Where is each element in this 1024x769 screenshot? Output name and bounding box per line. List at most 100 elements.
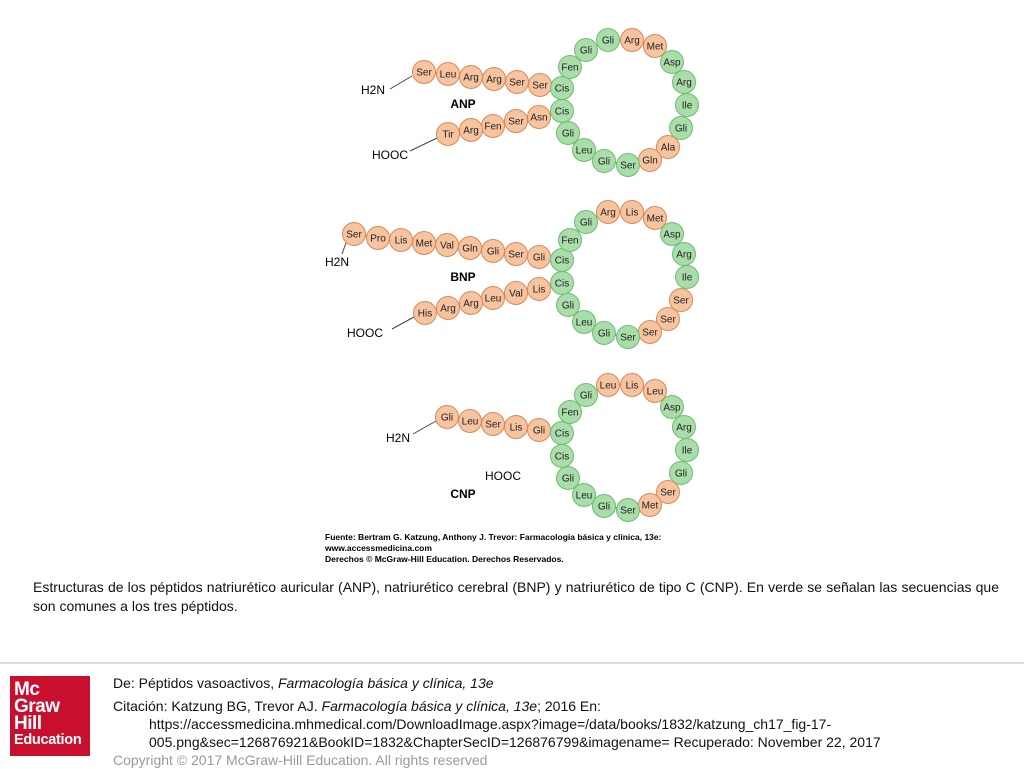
residue: Cis: [550, 76, 574, 100]
residue: Lis: [620, 200, 644, 224]
residue-circle: [436, 296, 460, 320]
publisher-logo: Mc Graw Hill Education: [10, 676, 90, 756]
residue-label: Leu: [440, 70, 457, 81]
residue-label: Ile: [682, 273, 693, 284]
residue-circle: [592, 321, 616, 345]
residue: Lis: [527, 277, 551, 301]
residue: Ser: [616, 498, 640, 522]
terminus-bond: [341, 242, 347, 255]
residue-label: Ser: [642, 328, 658, 339]
residue-circle: [504, 109, 528, 133]
residue-label: Ile: [682, 101, 693, 112]
residue-label: Arg: [440, 304, 456, 315]
residue-label: Gln: [462, 244, 478, 255]
source-line: Derechos © McGraw-Hill Education. Derech…: [325, 554, 564, 564]
residue-circle: [574, 210, 598, 234]
residue-label: Asp: [663, 58, 681, 69]
residue: Cis: [550, 271, 574, 295]
residue: Asp: [660, 50, 684, 74]
residue: Fen: [558, 228, 582, 252]
residue-label: Arg: [676, 250, 692, 261]
residue: Met: [638, 493, 662, 517]
residue: Ser: [669, 288, 693, 312]
residue-label: Gli: [580, 46, 592, 57]
residue-label: Gli: [441, 413, 453, 424]
residue-label: Gli: [562, 129, 574, 140]
copyright-notice: Copyright © 2017 McGraw-Hill Education. …: [113, 752, 488, 768]
residue: Arg: [482, 67, 506, 91]
residue: Ser: [528, 73, 552, 97]
residue: Gli: [669, 461, 693, 485]
residue: Ile: [675, 93, 699, 117]
residue-circle: [669, 461, 693, 485]
residue-label: Lis: [626, 208, 639, 219]
residue-label: Asp: [663, 230, 681, 241]
residue: Gli: [592, 321, 616, 345]
residue-circle: [504, 281, 528, 305]
residue-label: Pro: [370, 234, 386, 245]
residue-label: Arg: [676, 78, 692, 89]
citation-block: De: Péptidos vasoactivos, Farmacología b…: [113, 674, 1013, 769]
residue-circle: [656, 480, 680, 504]
residue-circle: [572, 310, 596, 334]
residue: Arg: [459, 118, 483, 142]
residue: Gli: [592, 149, 616, 173]
residue-label: Asp: [663, 403, 681, 414]
residue-label: Cis: [555, 107, 569, 118]
residue-circle: [436, 122, 460, 146]
residue: Cis: [550, 444, 574, 468]
residue-circle: [572, 483, 596, 507]
residue-label: Ser: [620, 506, 636, 517]
residue-label: Ser: [660, 315, 676, 326]
residue: Val: [504, 281, 528, 305]
source-note: Fuente: Bertram G. Katzung, Anthony J. T…: [324, 532, 662, 564]
residue: Gln: [458, 236, 482, 260]
residue-circle: [616, 153, 640, 177]
terminus-bond: [409, 137, 438, 152]
residue-circle: [620, 373, 644, 397]
residue-circle: [459, 291, 483, 315]
residue-label: Met: [647, 42, 664, 53]
residue-label: Leu: [576, 146, 593, 157]
residue-circle: [675, 438, 699, 462]
residue-label: Leu: [576, 318, 593, 329]
residue-label: Val: [509, 289, 523, 300]
residue: Leu: [596, 373, 620, 397]
residue-label: Gli: [533, 426, 545, 437]
residue-circle: [616, 325, 640, 349]
residue-circle: [412, 60, 436, 84]
residue-circle: [660, 222, 684, 246]
n-terminus-label: H2N: [361, 83, 385, 97]
residue: Arg: [672, 242, 696, 266]
residue-circle: [656, 135, 680, 159]
citation-url[interactable]: https://accessmedicina.mhmedical.com/Dow…: [149, 716, 832, 732]
residue-label: Gli: [675, 124, 687, 135]
residue: His: [413, 301, 437, 325]
residue-label: Ser: [532, 81, 548, 92]
residue-circle: [556, 466, 580, 490]
residue: Lis: [620, 373, 644, 397]
residue-label: Gli: [598, 329, 610, 340]
residue-label: Leu: [576, 491, 593, 502]
residue: Arg: [459, 291, 483, 315]
residue-label: Met: [416, 239, 433, 250]
residue-label: Tir: [442, 130, 454, 141]
terminus-bond: [389, 75, 413, 90]
residue: Gli: [574, 210, 598, 234]
residue-label: Lis: [626, 381, 639, 392]
residue: Ser: [342, 222, 366, 246]
residue-circle: [558, 228, 582, 252]
residue: Ser: [616, 153, 640, 177]
residue-label: Ala: [661, 143, 676, 154]
residue-label: Ser: [416, 68, 432, 79]
residue-label: Arg: [676, 423, 692, 434]
citation-url[interactable]: 005.png&sec=126876921&BookID=1832&Chapte…: [149, 734, 881, 750]
residue: Gli: [527, 245, 551, 269]
residue: Arg: [436, 296, 460, 320]
residue-circle: [435, 405, 459, 429]
residue-label: Ser: [508, 250, 524, 261]
residue: Fen: [558, 400, 582, 424]
residue-circle: [572, 138, 596, 162]
residue-circle: [660, 395, 684, 419]
residue-label: Arg: [463, 126, 479, 137]
